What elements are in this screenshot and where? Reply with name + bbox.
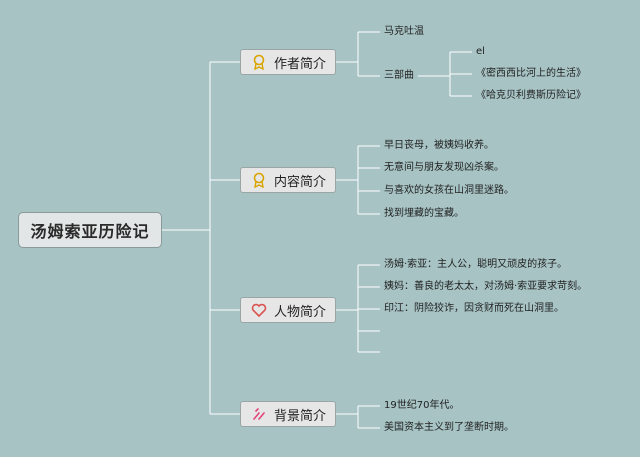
topic-author-intro[interactable]: 作者简介 (240, 49, 336, 75)
leaf-item[interactable]: 姨妈：善良的老太太，对汤姆·索亚要求苛刻。 (384, 281, 588, 292)
topic-background-intro[interactable]: 背景简介 (240, 401, 336, 427)
leaf-item[interactable]: 与喜欢的女孩在山洞里迷路。 (384, 185, 514, 196)
award-ribbon-icon (250, 53, 268, 71)
topic-label: 作者简介 (273, 56, 326, 72)
topic-label: 人物简介 (273, 304, 326, 320)
leaf-subitem[interactable]: 《密西西比河上的生活》 (476, 68, 586, 79)
leaf-item[interactable]: 早日丧母，被姨妈收养。 (384, 140, 494, 151)
topic-label: 内容简介 (273, 174, 326, 190)
topic-character-intro[interactable]: 人物简介 (240, 297, 336, 323)
leaf-item[interactable]: 三部曲 (384, 70, 414, 81)
sparkle-icon (250, 405, 268, 423)
leaf-item[interactable]: 19世纪70年代。 (384, 400, 460, 411)
leaf-item[interactable]: 马克吐温 (384, 26, 424, 37)
leaf-item[interactable]: 汤姆·索亚：主人公，聪明又顽皮的孩子。 (384, 259, 568, 270)
leaf-item[interactable]: 无意间与朋友发现凶杀案。 (384, 162, 504, 173)
root-node[interactable]: 汤姆索亚历险记 (18, 212, 162, 248)
award-ribbon-icon (250, 171, 268, 189)
leaf-item[interactable]: 印江：阴险狡诈，因贪财而死在山洞里。 (384, 303, 564, 314)
leaf-subitem[interactable]: 《哈克贝利费斯历险记》 (476, 90, 586, 101)
topic-content-intro[interactable]: 内容简介 (240, 167, 336, 193)
heart-icon (250, 301, 268, 319)
topic-label: 背景简介 (273, 408, 326, 424)
leaf-item[interactable]: 美国资本主义到了垄断时期。 (384, 422, 514, 433)
leaf-subitem[interactable]: el (476, 46, 485, 57)
leaf-item[interactable]: 找到埋藏的宝藏。 (384, 208, 464, 219)
